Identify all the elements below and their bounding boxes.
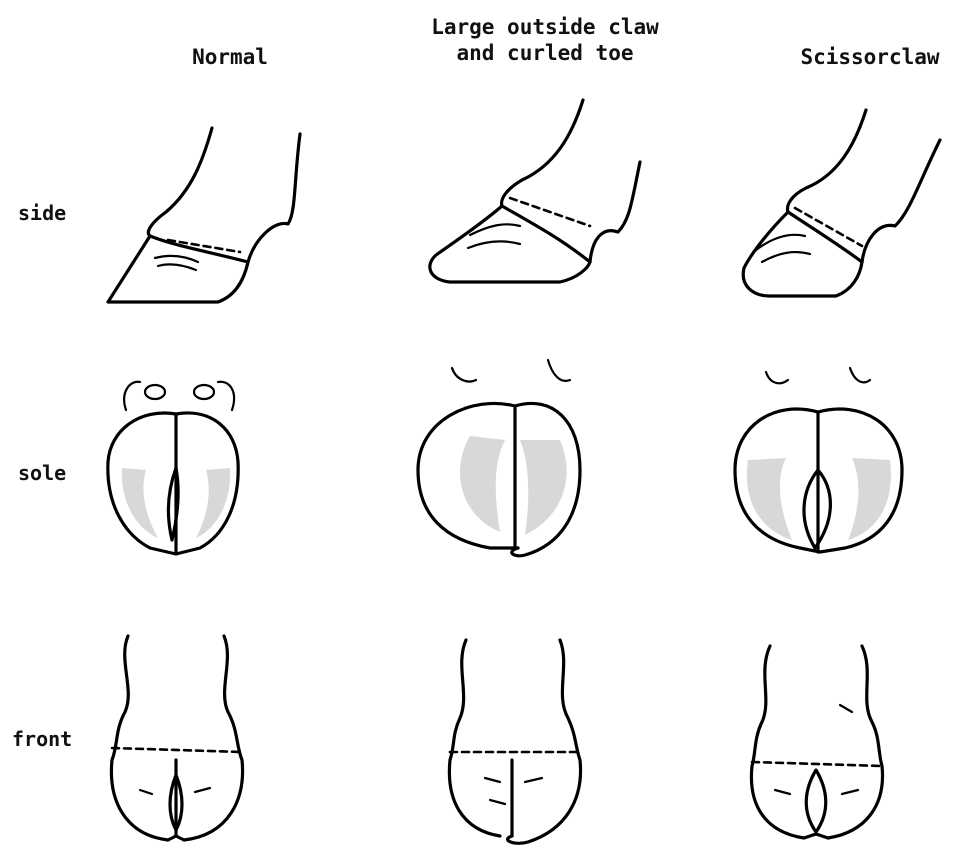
scissorclaw-side-drawing <box>743 110 940 296</box>
scissorclaw-sole-drawing <box>735 368 902 552</box>
normal-front-drawing <box>111 636 242 840</box>
normal-sole-drawing <box>108 382 238 554</box>
large-outside-claw-front-drawing <box>449 640 580 843</box>
scissorclaw-front-drawing <box>751 646 882 838</box>
large-outside-claw-side-drawing <box>430 100 640 282</box>
normal-side-drawing <box>108 128 300 302</box>
large-outside-claw-sole-drawing <box>418 360 580 556</box>
